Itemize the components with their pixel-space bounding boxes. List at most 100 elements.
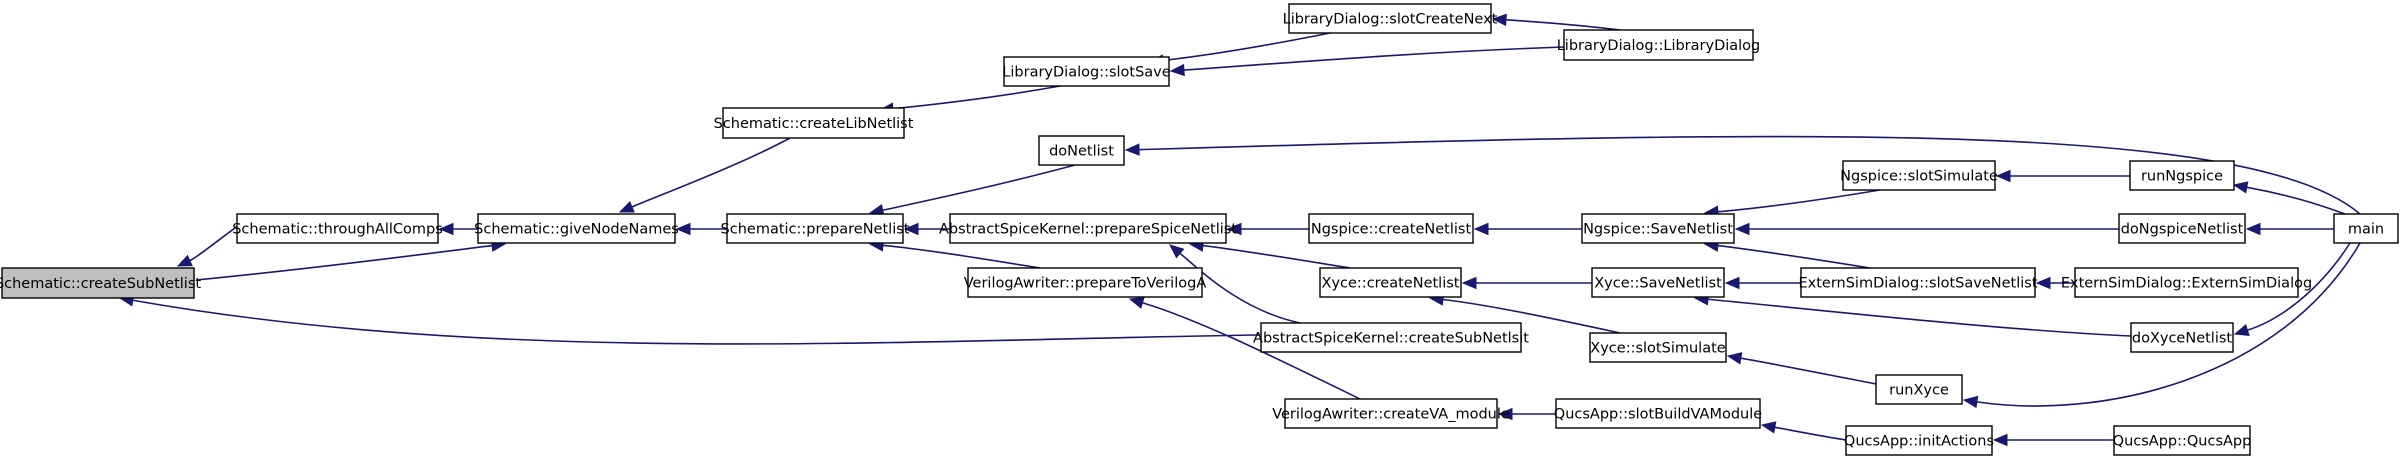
arrowhead-icon [1128,296,1145,309]
arrowhead-icon [1995,169,2011,183]
node-label: Ngspice::createNetlist [1311,222,1472,238]
node-prepareToVerilogA[interactable]: VerilogAwriter::prepareToVerilogA [964,267,1207,298]
edge-layer [118,13,2361,447]
node-ngSaveNetlist[interactable]: Ngspice::SaveNetlist [1581,213,1735,244]
node-main[interactable]: main [2333,213,2399,244]
arrowhead-icon [1497,407,1513,421]
node-slotBuildVAModule[interactable]: QucsApp::slotBuildVAModule [1554,398,1762,429]
arrowhead-icon [2233,324,2250,336]
root-node-box[interactable] [1,267,195,299]
node-box[interactable] [1875,374,1963,405]
edge-main-to-runXyce [1962,242,2361,409]
node-xyceSlotSimulate[interactable]: Xyce::slotSimulate [1589,332,1727,363]
node-box[interactable] [1319,267,1462,298]
node-xyceSaveNetlist[interactable]: Xyce::SaveNetlist [1591,267,1725,298]
node-initActions[interactable]: QucsApp::initActions [1844,425,1994,456]
node-qucsApp[interactable]: QucsApp::QucsApp [2113,425,2252,456]
node-createSubNetlsit[interactable]: AbstractSpiceKernel::createSubNetlsit [1253,322,1529,353]
edge-line [1976,242,2361,407]
edge-createSubNetlsit-to-createSubNetlist [118,294,1260,345]
node-doNetlist[interactable]: doNetlist [1038,135,1125,166]
node-libSlotCreateNext[interactable]: LibraryDialog::slotCreateNext [1283,3,1498,34]
node-box[interactable] [2129,160,2235,191]
node-box[interactable] [1845,425,1993,456]
node-box[interactable] [2113,425,2251,456]
edge-line [631,137,791,208]
edge-main-to-doNgspiceNetlist [2245,222,2335,236]
edge-prepareSpiceNetlist-to-prepareNetlist [903,222,951,236]
node-layer: Schematic::createSubNetlist Schematic::th… [0,3,2399,456]
node-createSubNetlist[interactable]: Schematic::createSubNetlist [0,267,201,299]
node-box[interactable] [949,213,1227,244]
node-box[interactable] [1308,213,1474,244]
node-label: AbstractSpiceKernel::prepareSpiceNetlist [939,222,1237,238]
node-runNgspice[interactable]: runNgspice [2129,160,2235,191]
node-box[interactable] [1003,56,1170,87]
node-externSimDialog[interactable]: ExternSimDialog::ExternSimDialog [2061,267,2312,298]
edge-createSubNetlsit-to-prepareSpiceNetlist [1169,244,1301,324]
node-label: ExternSimDialog::slotSaveNetlist [1798,276,2037,292]
node-giveNodeNames[interactable]: Schematic::giveNodeNames [474,213,679,244]
edge-line [1202,244,1351,269]
node-box[interactable] [2074,267,2299,298]
node-label: QucsApp::initActions [1844,434,1994,450]
node-box[interactable] [477,213,676,244]
node-ngCreateNetlist[interactable]: Ngspice::createNetlist [1308,213,1474,244]
node-box[interactable] [2333,213,2399,244]
arrowhead-icon [1491,13,1507,27]
node-label: Schematic::giveNodeNames [474,222,679,238]
node-doXyceNetlist[interactable]: doXyceNetlist [2130,322,2234,353]
node-box[interactable] [1581,213,1735,244]
node-ngSlotSimulate[interactable]: Ngspice::slotSimulate [1840,160,1998,191]
arrowhead-icon [903,222,919,236]
node-createVAmodule[interactable]: VerilogAwriter::createVA_module [1272,398,1510,429]
node-label: LibraryDialog::slotSave [1002,65,1170,81]
node-prepareSpiceNetlist[interactable]: AbstractSpiceKernel::prepareSpiceNetlist [939,213,1237,244]
node-box[interactable] [2130,322,2234,353]
edge-main-to-doXyceNetlist [2233,242,2351,336]
arrowhead-icon [176,254,193,267]
node-runXyce[interactable]: runXyce [1875,374,1963,405]
node-box[interactable] [1284,398,1498,429]
node-createLibNetlist[interactable]: Schematic::createLibNetlist [714,107,914,139]
node-label: Ngspice::SaveNetlist [1583,222,1733,238]
node-externSlotSaveNetlist[interactable]: ExternSimDialog::slotSaveNetlist [1798,267,2038,298]
edge-ngSaveNetlist-to-ngCreateNetlist [1473,222,1583,236]
node-box[interactable] [1589,332,1727,363]
edge-prepareNetlist-to-giveNodeNames [675,222,728,236]
edge-createLibNetlist-to-giveNodeNames [618,137,791,213]
arrowhead-icon [1226,222,1242,236]
node-prepareNetlist[interactable]: Schematic::prepareNetlist [721,213,910,244]
node-doNgspiceNetlist[interactable]: doNgspiceNetlist [2118,213,2246,244]
node-box[interactable] [1288,3,1492,34]
edge-line [882,244,1041,269]
node-throughAllComps[interactable]: Schematic::throughAllComps [232,213,443,244]
node-label: LibraryDialog::LibraryDialog [1557,38,1761,54]
node-xyceCreateNetlist[interactable]: Xyce::createNetlist [1319,267,1462,298]
node-box[interactable] [1563,29,1754,61]
node-box[interactable] [1591,267,1725,298]
node-box[interactable] [722,107,905,139]
node-box[interactable] [1842,160,1996,191]
edge-libDialog-to-libSlotSave [1169,46,1565,77]
node-box[interactable] [1038,135,1125,166]
node-libDialog[interactable]: LibraryDialog::LibraryDialog [1557,29,1761,61]
arrowhead-icon [1169,244,1185,259]
node-box[interactable] [2118,213,2246,244]
node-box[interactable] [236,213,439,244]
node-label: AbstractSpiceKernel::createSubNetlsit [1253,331,1529,347]
node-box[interactable] [1260,322,1522,353]
node-box[interactable] [726,213,904,244]
node-box[interactable] [1800,267,2036,298]
node-box[interactable] [1555,398,1761,429]
edge-xyceSaveNetlist-to-xyceCreateNetlist [1461,276,1593,290]
edge-prepareToVerilogA-to-prepareNetlist [868,239,1041,269]
arrowhead-icon [1473,222,1489,236]
node-label: runNgspice [2141,169,2223,185]
edge-ngCreateNetlist-to-prepareSpiceNetlist [1226,222,1310,236]
node-libSlotSave[interactable]: LibraryDialog::slotSave [1002,56,1171,87]
node-box[interactable] [967,267,1203,298]
arrowhead-icon [1734,222,1750,236]
edge-runXyce-to-xyceSlotSimulate [1726,352,1877,385]
node-label: Ngspice::slotSimulate [1840,169,1998,185]
